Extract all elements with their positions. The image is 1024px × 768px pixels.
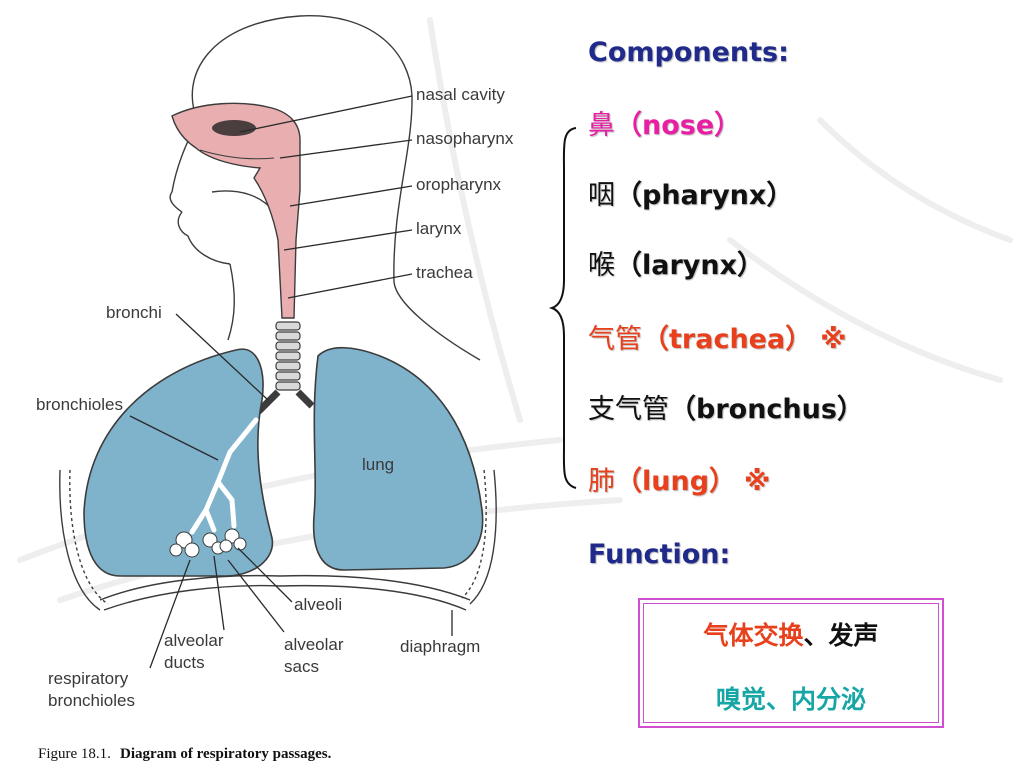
components-heading: Components: [588, 37, 789, 68]
label-trachea: trachea [416, 263, 473, 282]
component-cn-name: 支气管 [588, 394, 669, 425]
function-box: 气体交换、发声 嗅觉、内分泌 [638, 598, 944, 728]
function-heading: Function: [588, 539, 731, 570]
component-item: 肺（lung）※ [588, 462, 770, 502]
component-cn-name: 鼻 [588, 110, 615, 141]
label-oropharynx: oropharynx [416, 175, 502, 194]
leader-lines [129, 95, 453, 669]
label-respiratory-bronchioles-line2: bronchioles [48, 691, 135, 710]
component-en-name: （bronchus） [669, 394, 864, 425]
function-box-inner-border [643, 603, 939, 723]
component-item: 咽（pharynx） [588, 176, 793, 216]
label-alveolar-ducts-line1: alveolar [164, 631, 224, 650]
component-en-name: （lung） [615, 466, 737, 497]
alveolar-clusters [169, 528, 247, 558]
function-phonation: 发声 [828, 621, 879, 650]
component-item: 鼻（nose） [588, 106, 741, 146]
label-nasal-cavity: nasal cavity [416, 85, 505, 104]
lungs [83, 346, 484, 577]
component-en-name: （nose） [615, 110, 742, 141]
function-separator: 、 [803, 621, 829, 650]
label-larynx: larynx [416, 219, 462, 238]
bamboo-watermark [17, 17, 1013, 603]
label-bronchioles: bronchioles [36, 395, 123, 414]
label-alveolar-sacs-line2: sacs [284, 657, 319, 676]
important-mark: ※ [744, 466, 771, 497]
label-respiratory-bronchioles-line1: respiratory [48, 669, 129, 688]
important-mark: ※ [820, 324, 847, 355]
chest-wall [59, 469, 497, 611]
component-cn-name: 气管 [588, 324, 642, 355]
function-line-1: 气体交换、发声 [640, 616, 942, 652]
label-alveolar-ducts-line2: ducts [164, 653, 205, 672]
component-item: 气管（trachea）※ [588, 320, 846, 360]
label-alveolar-sacs-line1: alveolar [284, 635, 344, 654]
label-nasopharynx: nasopharynx [416, 129, 514, 148]
component-item: 支气管（bronchus） [588, 390, 864, 430]
component-cn-name: 咽 [588, 180, 615, 211]
label-lung: lung [362, 455, 394, 474]
function-gas-exchange: 气体交换 [703, 621, 804, 650]
component-en-name: （trachea） [642, 324, 813, 355]
caption-prefix: Figure 18.1. [38, 746, 111, 762]
bronchiole-tree [189, 417, 259, 535]
components-brace [548, 127, 577, 489]
figure-caption: Figure 18.1. Diagram of respiratory pass… [38, 743, 332, 762]
component-en-name: （pharynx） [615, 180, 794, 211]
upper-airway [171, 102, 301, 319]
label-diaphragm: diaphragm [400, 637, 480, 656]
label-bronchi: bronchi [106, 303, 162, 322]
function-line-2: 嗅觉、内分泌 [715, 685, 866, 714]
component-item: 喉（larynx） [588, 246, 764, 286]
trachea-rings [275, 321, 301, 391]
component-en-name: （larynx） [615, 250, 765, 281]
component-cn-name: 肺 [588, 466, 615, 497]
label-alveoli: alveoli [294, 595, 342, 614]
component-cn-name: 喉 [588, 250, 615, 281]
caption-title: Diagram of respiratory passages. [120, 746, 332, 762]
